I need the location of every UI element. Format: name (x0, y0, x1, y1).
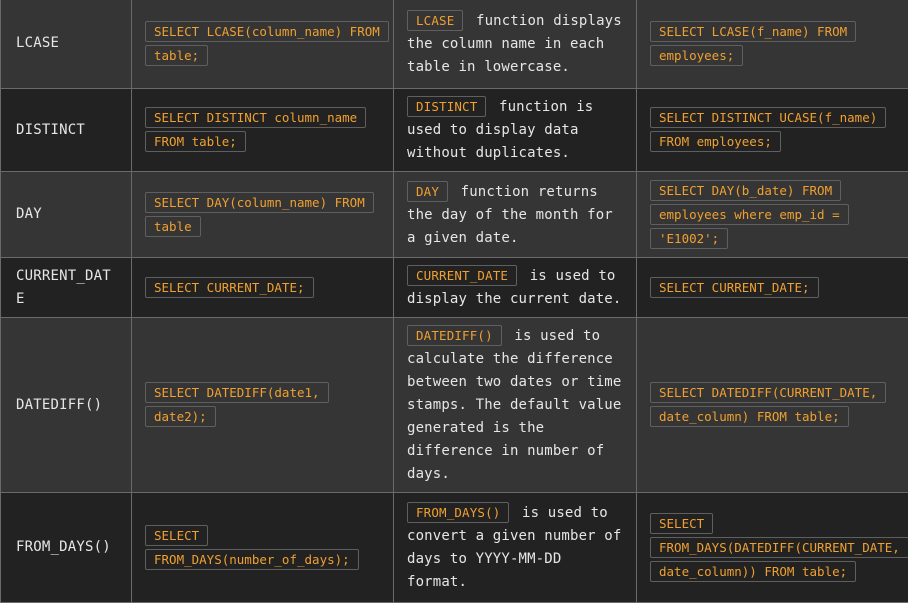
description-cell: DAY function returns the day of the mont… (394, 172, 637, 258)
syntax-code: SELECT DATEDIFF(date1, date2); (145, 382, 329, 427)
syntax-code: SELECT FROM_DAYS(number_of_days); (145, 525, 359, 570)
function-name-cell: DATEDIFF() (1, 318, 132, 493)
description-code: DATEDIFF() (407, 325, 502, 346)
description-code: LCASE (407, 10, 463, 31)
syntax-cell: SELECT DATEDIFF(date1, date2); (132, 318, 394, 493)
table-row: CURRENT_DATE SELECT CURRENT_DATE; CURREN… (1, 258, 908, 318)
example-code: SELECT FROM_DAYS(DATEDIFF(CURRENT_DATE, … (650, 513, 908, 582)
syntax-code: SELECT DAY(column_name) FROM table (145, 192, 374, 237)
function-name-cell: FROM_DAYS() (1, 493, 132, 603)
example-cell: SELECT FROM_DAYS(DATEDIFF(CURRENT_DATE, … (637, 493, 908, 603)
syntax-cell: SELECT DAY(column_name) FROM table (132, 172, 394, 258)
table-row: DISTINCT SELECT DISTINCT column_name FRO… (1, 89, 908, 172)
example-code: SELECT CURRENT_DATE; (650, 277, 819, 298)
table-row: FROM_DAYS() SELECT FROM_DAYS(number_of_d… (1, 493, 908, 603)
example-cell: SELECT DISTINCT UCASE(f_name) FROM emplo… (637, 89, 908, 172)
syntax-code: SELECT LCASE(column_name) FROM table; (145, 21, 389, 66)
table-row: DAY SELECT DAY(column_name) FROM table D… (1, 172, 908, 258)
description-code: DISTINCT (407, 96, 486, 117)
syntax-code: SELECT CURRENT_DATE; (145, 277, 314, 298)
syntax-cell: SELECT FROM_DAYS(number_of_days); (132, 493, 394, 603)
example-cell: SELECT DAY(b_date) FROM employees where … (637, 172, 908, 258)
syntax-cell: SELECT CURRENT_DATE; (132, 258, 394, 318)
example-cell: SELECT LCASE(f_name) FROM employees; (637, 0, 908, 89)
example-cell: SELECT CURRENT_DATE; (637, 258, 908, 318)
description-cell: FROM_DAYS() is used to convert a given n… (394, 493, 637, 603)
example-cell: SELECT DATEDIFF(CURRENT_DATE, date_colum… (637, 318, 908, 493)
description-text: is used to calculate the difference betw… (407, 328, 621, 482)
function-name-cell: LCASE (1, 0, 132, 89)
description-cell: DATEDIFF() is used to calculate the diff… (394, 318, 637, 493)
example-code: SELECT DISTINCT UCASE(f_name) FROM emplo… (650, 107, 886, 152)
table-row: DATEDIFF() SELECT DATEDIFF(date1, date2)… (1, 318, 908, 493)
syntax-cell: SELECT DISTINCT column_name FROM table; (132, 89, 394, 172)
description-code: DAY (407, 181, 448, 202)
example-code: SELECT DATEDIFF(CURRENT_DATE, date_colum… (650, 382, 886, 427)
example-code: SELECT DAY(b_date) FROM employees where … (650, 180, 849, 249)
description-code: FROM_DAYS() (407, 502, 509, 523)
syntax-code: SELECT DISTINCT column_name FROM table; (145, 107, 366, 152)
function-name-cell: CURRENT_DATE (1, 258, 132, 318)
description-cell: CURRENT_DATE is used to display the curr… (394, 258, 637, 318)
function-name-cell: DAY (1, 172, 132, 258)
description-code: CURRENT_DATE (407, 265, 517, 286)
description-cell: DISTINCT function is used to display dat… (394, 89, 637, 172)
function-name-cell: DISTINCT (1, 89, 132, 172)
table-row: LCASE SELECT LCASE(column_name) FROM tab… (1, 0, 908, 89)
syntax-cell: SELECT LCASE(column_name) FROM table; (132, 0, 394, 89)
description-cell: LCASE function displays the column name … (394, 0, 637, 89)
example-code: SELECT LCASE(f_name) FROM employees; (650, 21, 856, 66)
